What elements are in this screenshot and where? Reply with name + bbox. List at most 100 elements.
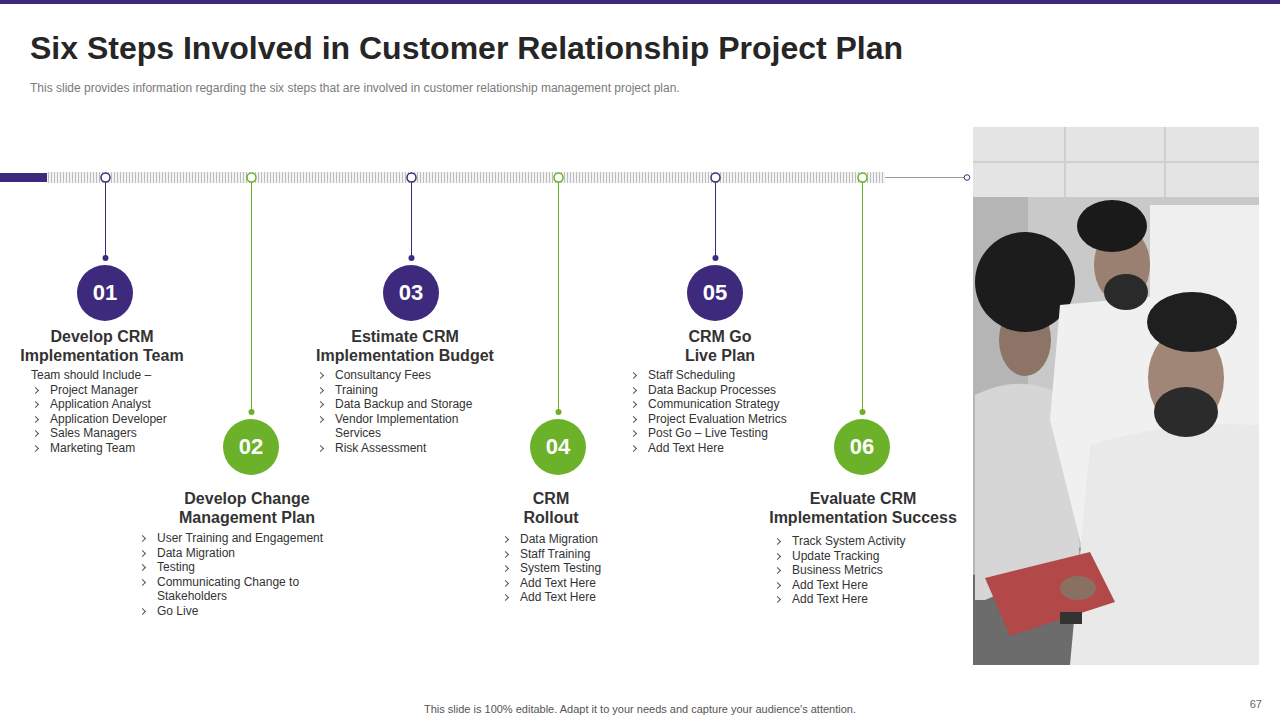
timeline-dot bbox=[554, 173, 563, 182]
leader-dot bbox=[713, 255, 719, 261]
bullet-text: System Testing bbox=[520, 561, 631, 576]
timeline-dot bbox=[711, 173, 720, 182]
step-heading-area: CRM Rollout bbox=[511, 489, 591, 527]
step-number: 03 bbox=[399, 282, 423, 304]
bullet-text: Application Developer bbox=[50, 412, 201, 427]
bullet-text: Data Backup Processes bbox=[648, 383, 809, 398]
chevron-icon bbox=[774, 552, 781, 559]
ceiling-seam bbox=[973, 161, 1259, 163]
bullet-text: Risk Assessment bbox=[335, 441, 486, 456]
footer-note: This slide is 100% editable. Adapt it to… bbox=[0, 702, 1280, 716]
chevron-icon bbox=[317, 444, 324, 451]
step-heading-area: Evaluate CRM Implementation Success bbox=[761, 489, 966, 527]
step-node: 06Evaluate CRM Implementation SuccessTra… bbox=[761, 419, 966, 607]
person-right-hair bbox=[1147, 292, 1237, 352]
leader-dot bbox=[409, 255, 415, 261]
step-heading: CRM Rollout bbox=[511, 489, 591, 527]
leader-line bbox=[715, 182, 716, 258]
leader-line bbox=[251, 182, 252, 412]
bullet-text: Add Text Here bbox=[520, 576, 631, 591]
bullet-text: Add Text Here bbox=[792, 592, 923, 607]
bullet-text: Add Text Here bbox=[792, 578, 923, 593]
bullet-item: Marketing Team bbox=[31, 441, 201, 456]
bullet-text: Sales Managers bbox=[50, 426, 201, 441]
step-heading-area: Develop Change Management Plan bbox=[165, 489, 330, 527]
bullet-text: Communicating Change to Stakeholders bbox=[157, 575, 338, 604]
photo-notebook bbox=[985, 552, 1115, 636]
top-bar bbox=[0, 0, 1280, 4]
chevron-icon bbox=[317, 372, 324, 379]
chevron-icon bbox=[32, 444, 39, 451]
step-heading: Estimate CRM Implementation Budget bbox=[308, 327, 503, 365]
bullet-text: Staff Scheduling bbox=[648, 368, 809, 383]
bullet-text: Application Analyst bbox=[50, 397, 201, 412]
step-circle: 02 bbox=[223, 419, 279, 475]
slide-caption: This slide provides information regardin… bbox=[30, 81, 680, 96]
photo-ceiling bbox=[973, 127, 1259, 197]
timeline-bar bbox=[47, 172, 885, 183]
bullet-item: Staff Scheduling bbox=[629, 368, 809, 383]
chevron-icon bbox=[630, 401, 637, 408]
step-heading-area: CRM Go Live Plan bbox=[675, 327, 765, 365]
step-number: 01 bbox=[93, 282, 117, 304]
bullet-text: Training bbox=[335, 383, 486, 398]
leader-line bbox=[411, 182, 412, 258]
bullet-item: Go Live bbox=[138, 604, 338, 619]
bullet-item: Staff Training bbox=[501, 547, 631, 562]
timeline-end-dot bbox=[964, 175, 970, 181]
page-number: 67 bbox=[1196, 697, 1262, 711]
bullet-item: Consultancy Fees bbox=[316, 368, 486, 383]
step-heading-area: Estimate CRM Implementation Budget bbox=[308, 327, 503, 365]
photo-hand bbox=[1060, 576, 1096, 600]
bullet-text: Update Tracking bbox=[792, 549, 923, 564]
chevron-icon bbox=[630, 372, 637, 379]
bullet-text: Vendor Implementation Services bbox=[335, 412, 486, 441]
bullet-text: Team should Include – bbox=[31, 368, 201, 383]
chevron-icon bbox=[139, 578, 146, 585]
bullet-item: Add Text Here bbox=[501, 590, 631, 605]
leader-dot bbox=[556, 409, 562, 415]
leader-line bbox=[105, 182, 106, 258]
slide-caption-area: This slide provides information regardin… bbox=[30, 81, 680, 96]
chevron-icon bbox=[630, 386, 637, 393]
step-circle: 04 bbox=[530, 419, 586, 475]
person-middle-hair bbox=[1077, 200, 1147, 252]
bullet-text: Data Migration bbox=[157, 546, 338, 561]
chevron-icon bbox=[32, 401, 39, 408]
photo-watch bbox=[1060, 612, 1082, 624]
chevron-icon bbox=[139, 535, 146, 542]
chevron-icon bbox=[502, 579, 509, 586]
ceiling-seam bbox=[1164, 127, 1166, 197]
step-heading: Evaluate CRM Implementation Success bbox=[761, 489, 966, 527]
bullet-item: Business Metrics bbox=[773, 563, 923, 578]
timeline-dot bbox=[407, 173, 416, 182]
leader-line bbox=[862, 182, 863, 412]
bullet-item: System Testing bbox=[501, 561, 631, 576]
bullet-text: Testing bbox=[157, 560, 338, 575]
bullet-text: Marketing Team bbox=[50, 441, 201, 456]
chevron-icon bbox=[139, 549, 146, 556]
step-heading-area: Develop CRM Implementation Team bbox=[10, 327, 195, 365]
bullet-item: Add Text Here bbox=[629, 441, 809, 456]
leader-lines bbox=[101, 173, 867, 415]
bullet-item: Vendor Implementation Services bbox=[316, 412, 486, 441]
bullet-item: Data Backup Processes bbox=[629, 383, 809, 398]
person-middle-beard bbox=[1104, 274, 1148, 310]
bullet-text: Data Migration bbox=[520, 532, 631, 547]
step-node: 01Develop CRM Implementation TeamTeam sh… bbox=[10, 265, 202, 455]
ceiling-seam bbox=[1064, 127, 1066, 197]
leader-dot bbox=[249, 409, 255, 415]
step-node: 03Estimate CRM Implementation BudgetCons… bbox=[308, 265, 503, 455]
photo-background bbox=[973, 127, 1259, 665]
chevron-icon bbox=[774, 567, 781, 574]
leader-dot bbox=[103, 255, 109, 261]
bullet-item: Add Text Here bbox=[773, 578, 923, 593]
step-node: 05CRM Go Live PlanStaff SchedulingData B… bbox=[629, 265, 809, 455]
chevron-icon bbox=[630, 430, 637, 437]
bullet-item: Post Go – Live Testing bbox=[629, 426, 809, 441]
step-circle: 03 bbox=[383, 265, 439, 321]
bullet-item: Data Migration bbox=[501, 532, 631, 547]
bullet-item: Project Evaluation Metrics bbox=[629, 412, 809, 427]
page-number-area: 67 bbox=[1196, 697, 1262, 711]
bullet-text: Go Live bbox=[157, 604, 338, 619]
